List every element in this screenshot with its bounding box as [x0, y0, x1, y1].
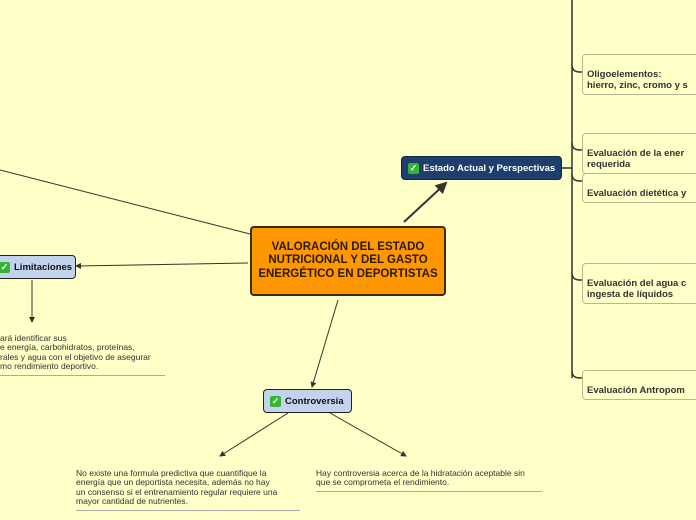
branch-dietetica: [571, 173, 582, 182]
note-controversia-formula: No existe una formula predictiva que cua…: [76, 459, 300, 511]
note-limitaciones: ará identificar sus e energía, carbohidr…: [0, 324, 165, 376]
subtopic-label: Evaluación Antropom: [587, 385, 685, 396]
link-controversia-right: [329, 412, 407, 457]
link-central-limitaciones: [75, 262, 249, 269]
link-controversia-left: [219, 412, 289, 457]
topic-estado-actual[interactable]: ✓ Estado Actual y Perspectivas: [401, 156, 562, 180]
topic-controversia[interactable]: ✓ Controversia: [263, 389, 352, 413]
subtopic-label: Evaluación del agua c ingesta de líquido…: [587, 278, 687, 300]
checkmark-icon: ✓: [408, 162, 419, 174]
checkmark-icon: ✓: [0, 261, 10, 273]
checkmark-icon: ✓: [270, 395, 281, 407]
subtopic-evaluacion-dietetica[interactable]: Evaluación dietética y: [582, 173, 696, 203]
branch-energia: [571, 142, 582, 151]
subtopic-agua-liquidos[interactable]: Evaluación del agua c ingesta de líquido…: [582, 263, 696, 304]
branch-agua: [571, 272, 582, 281]
branch-oligo: [571, 64, 582, 73]
topic-controversia-label: Controversia: [285, 395, 344, 407]
central-topic-label: VALORACIÓN DEL ESTADO NUTRICIONAL Y DEL …: [258, 240, 438, 280]
note-controversia-hidratacion: Hay controversia acerca de la hidratació…: [316, 459, 542, 492]
subtopic-oligoelementos[interactable]: Oligoelementos: hierro, zinc, cromo y s: [582, 54, 696, 95]
subtopic-energia-requerida[interactable]: Evaluación de la ener requerida: [582, 133, 696, 174]
central-topic[interactable]: VALORACIÓN DEL ESTADO NUTRICIONAL Y DEL …: [250, 226, 446, 296]
topic-limitaciones-label: Limitaciones: [14, 261, 73, 273]
subtopic-label: Oligoelementos: hierro, zinc, cromo y s: [587, 69, 688, 91]
link-central-estado: [403, 181, 448, 223]
branch-antropom: [571, 370, 582, 379]
topic-estado-label: Estado Actual y Perspectivas: [423, 162, 556, 174]
subtopic-label: Evaluación dietética y: [587, 188, 687, 199]
subtopic-antropometria[interactable]: Evaluación Antropom: [582, 370, 696, 400]
link-central-controversia: [310, 299, 339, 388]
topic-limitaciones[interactable]: ✓ Limitaciones: [0, 255, 76, 279]
subtopic-label: Evaluación de la ener requerida: [587, 148, 685, 170]
link-central-offscreen: [0, 169, 251, 235]
